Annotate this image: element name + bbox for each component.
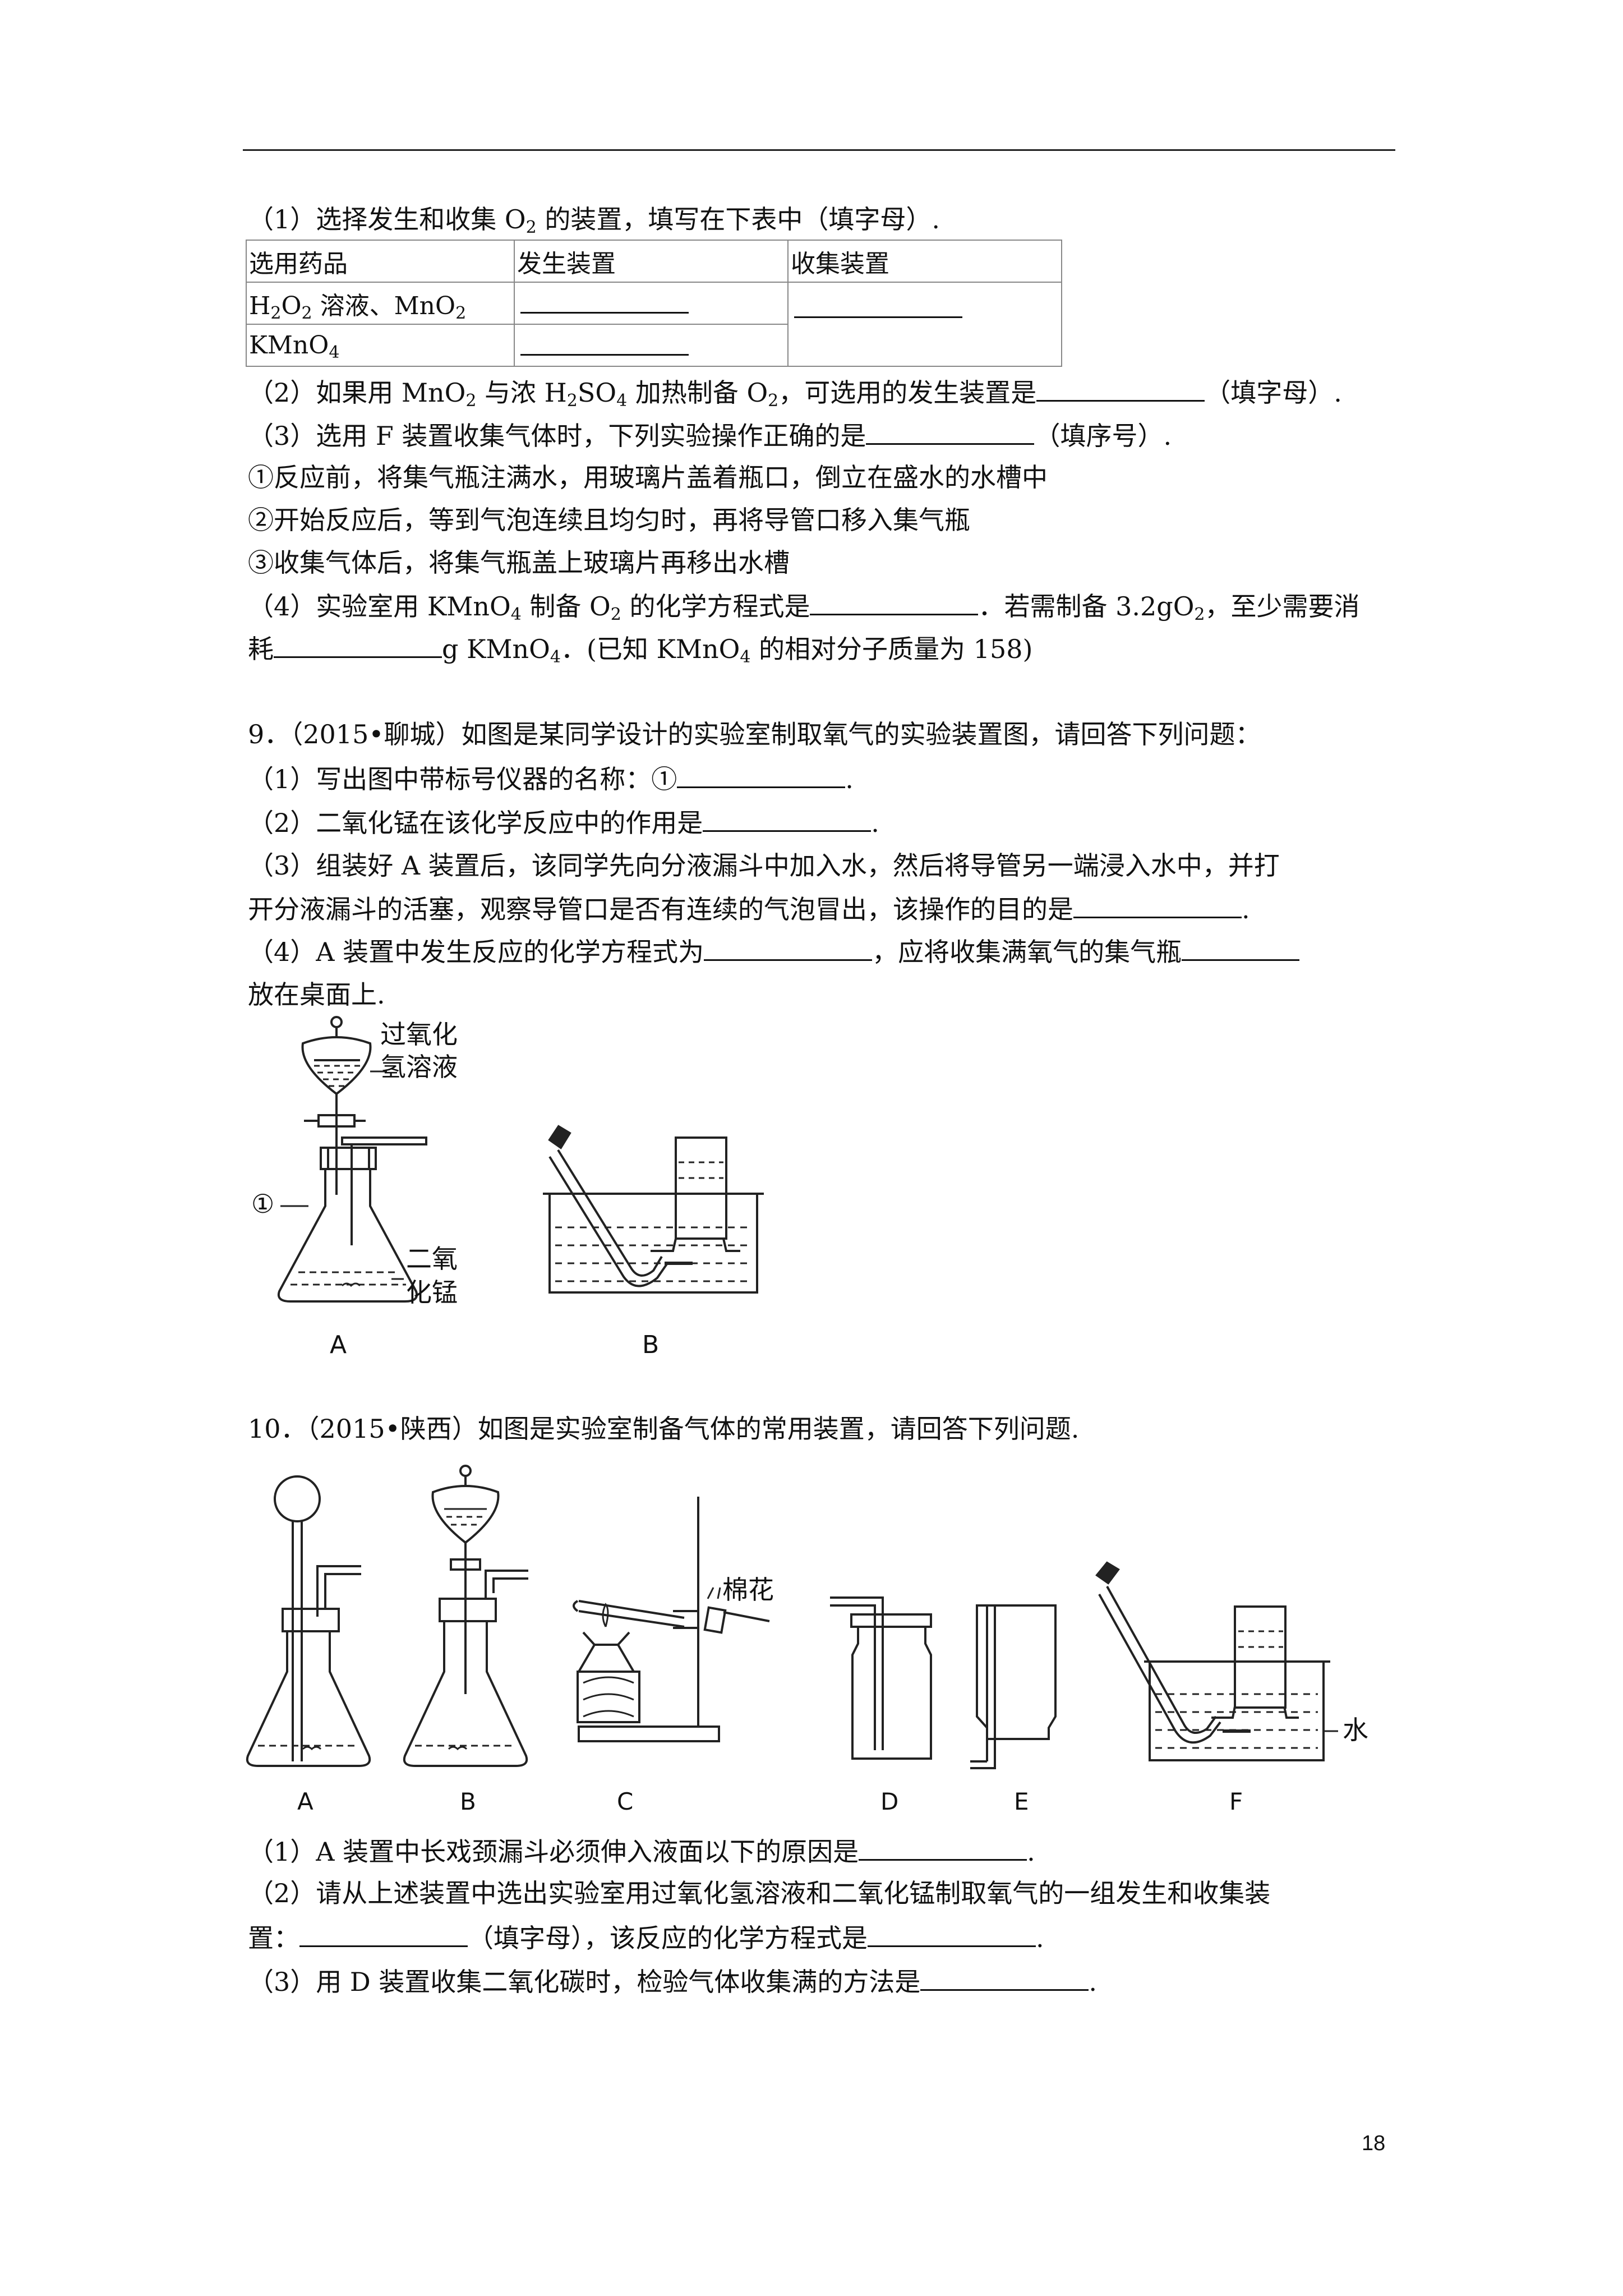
apparatus-a-drawing	[246, 1475, 371, 1767]
answer-blank[interactable]	[704, 935, 873, 961]
label-f: F	[1229, 1788, 1243, 1815]
q10-apparatus-figure: A B 棉花 C D	[236, 1458, 1402, 1818]
q8-part2: （2）如果用 MnO2 与浓 H2SO4 加热制备 O2，可选用的发生装置是（填…	[248, 375, 1342, 409]
table-cell-generator-blank-2[interactable]	[514, 324, 789, 367]
label-d: D	[880, 1788, 898, 1815]
q8-part4: （4）实验室用 KMnO4 制备 O2 的化学方程式是．若需制备 3.2gO2，…	[248, 589, 1360, 623]
q9-stem: 9．（2015•聊城）如图是某同学设计的实验室制取氧气的实验装置图，请回答下列问…	[248, 719, 1261, 749]
q10-part3: （3）用 D 装置收集二氧化碳时，检验气体收集满的方法是.	[248, 1964, 1097, 1998]
q8-part3: （3）选用 F 装置收集气体时，下列实验操作正确的是（填序号）.	[248, 418, 1172, 452]
answer-blank[interactable]	[868, 1921, 1036, 1947]
answer-blank[interactable]	[866, 418, 1035, 445]
apparatus-e-drawing	[970, 1604, 1057, 1769]
table-cell-drug-h2o2: H2O2 溶液、MnO2	[246, 282, 515, 325]
answer-blank[interactable]	[274, 632, 442, 658]
label-h2o2-2: 氢溶液	[380, 1052, 458, 1082]
label-h2o2-1: 过氧化	[380, 1019, 458, 1050]
apparatus-b-drawing	[403, 1465, 528, 1767]
answer-blank[interactable]	[1073, 892, 1242, 918]
table-cell-generator-blank-1[interactable]	[514, 282, 789, 325]
label-a: A	[297, 1788, 313, 1815]
q9-apparatus-figure: ① 过氧化 氢溶液 二氧 化锰 A B	[236, 1010, 796, 1369]
table-row: 选用药品 发生装置 收集装置	[246, 240, 1062, 283]
label-e: E	[1014, 1788, 1029, 1815]
apparatus-d-drawing	[830, 1596, 932, 1760]
q9-part2: （2）二氧化锰在该化学反应中的作用是.	[248, 806, 879, 839]
q9-part4: （4）A 装置中发生反应的化学方程式为，应将收集满氧气的集气瓶	[248, 935, 1300, 968]
answer-blank[interactable]	[859, 1834, 1027, 1861]
label-mno2-1: 二氧	[406, 1244, 458, 1274]
label-a: A	[330, 1331, 347, 1359]
label-cotton: 棉花	[722, 1575, 774, 1605]
apparatus-b-drawing	[543, 1125, 764, 1294]
label-mno2-2: 化锰	[406, 1277, 458, 1308]
table-header-collector: 收集装置	[787, 240, 1062, 283]
label-water: 水	[1343, 1715, 1368, 1745]
table-header-generator: 发生装置	[514, 240, 789, 283]
q9-part3-line1: （3）组装好 A 装置后，该同学先向分液漏斗中加入水，然后将导管另一端浸入水中，…	[248, 850, 1280, 881]
q10-stem: 10．（2015•陕西）如图是实验室制备气体的常用装置，请回答下列问题.	[248, 1414, 1080, 1444]
answer-blank[interactable]	[810, 589, 979, 615]
answer-blank[interactable]	[703, 806, 872, 832]
q8-part1: （1）选择发生和收集 O2 的装置，填写在下表中（填字母）.	[248, 204, 940, 237]
apparatus-c-drawing	[573, 1497, 770, 1742]
page-number: 18	[1362, 2132, 1386, 2155]
q9-part4-cont: 放在桌面上.	[248, 979, 385, 1010]
apparatus-a-drawing	[278, 1016, 427, 1303]
label-b: B	[642, 1331, 659, 1359]
apparatus-table: 选用药品 发生装置 收集装置 H2O2 溶液、MnO2 KMnO4	[246, 240, 1062, 367]
table-header-drug: 选用药品	[246, 240, 515, 283]
label-c: C	[617, 1788, 633, 1815]
q8-option-2: ②开始反应后，等到气泡连续且均匀时，再将导管口移入集气瓶	[248, 505, 970, 535]
q8-option-3: ③收集气体后，将集气瓶盖上玻璃片再移出水槽	[248, 547, 790, 578]
answer-blank[interactable]	[299, 1921, 468, 1947]
label-circle-1: ①	[251, 1189, 274, 1219]
q8-option-1: ①反应前，将集气瓶注满水，用玻璃片盖着瓶口，倒立在盛水的水槽中	[248, 462, 1048, 493]
q9-part3-line2: 开分液漏斗的活塞，观察导管口是否有连续的气泡冒出，该操作的目的是.	[248, 892, 1250, 926]
apparatus-f-drawing	[1095, 1561, 1338, 1761]
q10-part2-line2: 置：（填字母），该反应的化学方程式是.	[248, 1921, 1044, 1954]
answer-blank[interactable]	[1036, 375, 1205, 402]
table-cell-collector-blank[interactable]	[787, 282, 1062, 367]
table-row: KMnO4	[246, 324, 1062, 367]
table-cell-drug-kmno4: KMnO4	[246, 324, 515, 367]
answer-blank[interactable]	[1182, 935, 1300, 961]
q10-part2-line1: （2）请从上述装置中选出实验室用过氧化氢溶液和二氧化锰制取氧气的一组发生和收集装	[248, 1878, 1271, 1908]
answer-blank[interactable]	[920, 1964, 1089, 1991]
header-rule	[243, 149, 1395, 151]
q9-part1: （1）写出图中带标号仪器的名称：①.	[248, 762, 854, 795]
q10-part1: （1）A 装置中长戏颈漏斗必须伸入液面以下的原因是.	[248, 1834, 1035, 1868]
table-row: H2O2 溶液、MnO2	[246, 282, 1062, 367]
answer-blank[interactable]	[677, 762, 846, 788]
label-b: B	[460, 1788, 476, 1815]
